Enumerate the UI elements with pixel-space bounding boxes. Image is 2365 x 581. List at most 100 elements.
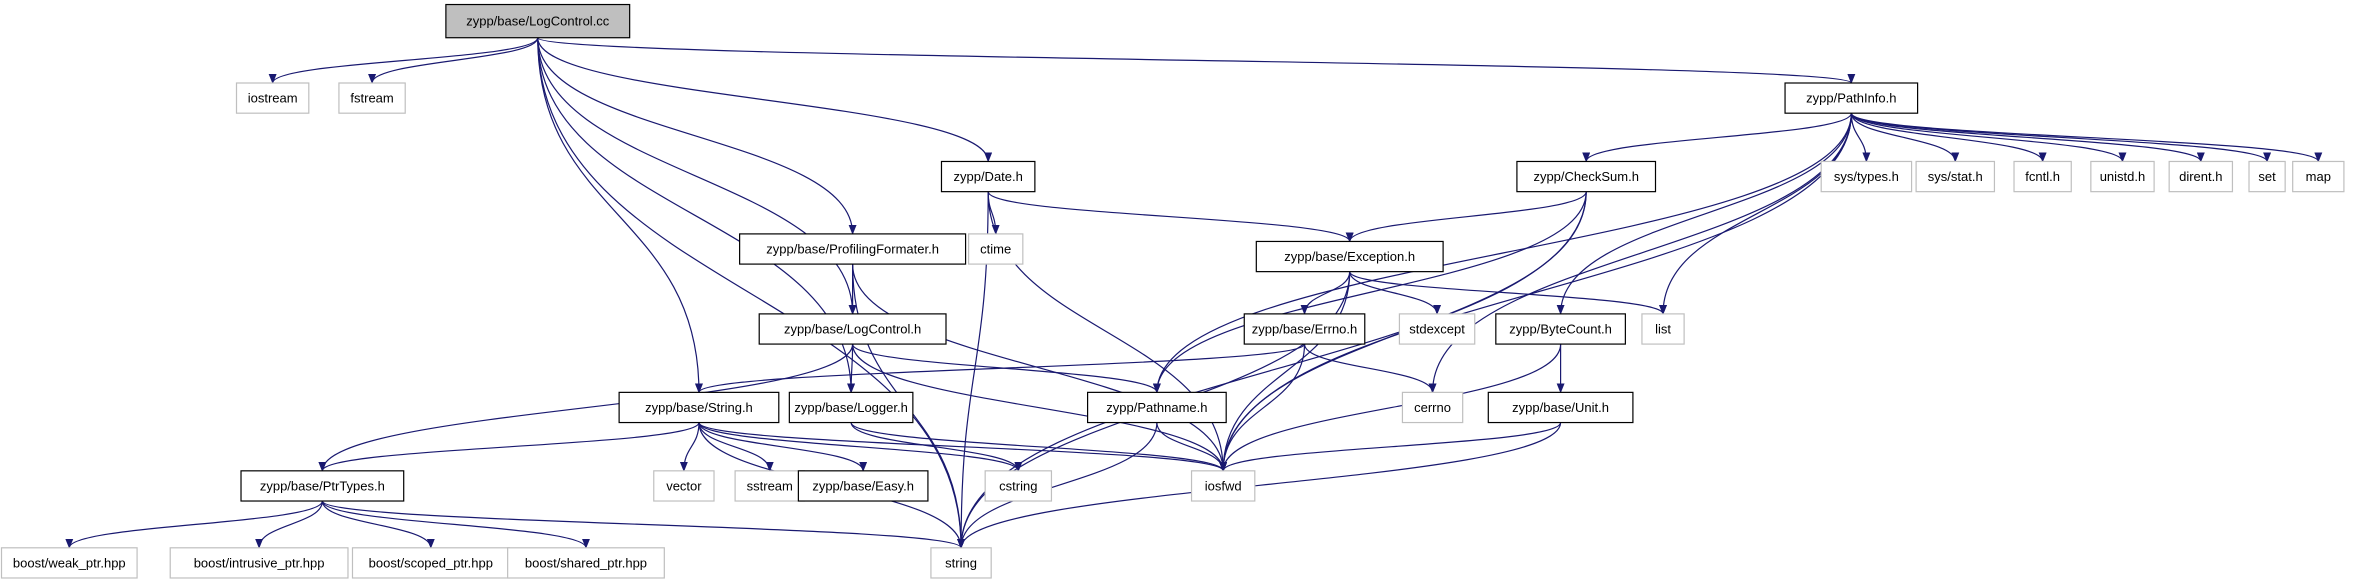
node-box: [1641, 313, 1685, 345]
node-unit[interactable]: zypp/base/Unit.h: [1487, 391, 1634, 424]
node-cstring: cstring: [984, 470, 1053, 502]
edge-checksum-to-exception: [1345, 191, 1587, 243]
node-box: [2090, 160, 2155, 193]
node-label: list: [1655, 321, 1671, 336]
node-exception[interactable]: zypp/base/Exception.h: [1255, 240, 1444, 273]
node-label: vector: [666, 478, 702, 493]
edge-pathinfo-to-sys_types: [1850, 113, 1871, 163]
node-box: [930, 547, 992, 579]
node-box: [338, 82, 406, 114]
node-sstream: sstream: [734, 470, 806, 502]
node-box: [758, 313, 947, 345]
edge-errno-to-string_h: [695, 343, 1306, 394]
node-label: map: [2306, 169, 2331, 184]
node-box: [1495, 313, 1626, 345]
edge-ptrtypes-to-scoped_ptr: [321, 500, 435, 549]
node-label: zypp/base/Easy.h: [812, 478, 914, 493]
node-cerrno: cerrno: [1401, 391, 1464, 424]
node-box: [1516, 160, 1657, 193]
node-box: [445, 3, 631, 39]
node-intrusive-ptr: boost/intrusive_ptr.hpp: [169, 547, 349, 579]
edge-profiling-to-iosfwd: [852, 264, 1228, 472]
edge-root-to-iostream: [268, 37, 539, 84]
edge-ptrtypes-to-string: [321, 500, 965, 549]
node-label: stdexcept: [1409, 321, 1465, 336]
edge-root-to-string_h: [537, 37, 703, 394]
edge-pathinfo-to-list: [1659, 113, 1852, 315]
edge-date-to-exception: [987, 191, 1354, 243]
node-box: [788, 391, 914, 424]
node-box: [0, 547, 138, 579]
node-box: [235, 82, 310, 114]
node-label: boost/intrusive_ptr.hpp: [194, 555, 325, 570]
node-ptrtypes[interactable]: zypp/base/PtrTypes.h: [240, 470, 405, 502]
edge-logcontrol_h-to-logger: [847, 344, 856, 394]
edge-pathinfo-to-cerrno: [1428, 113, 1852, 394]
node-iosfwd: iosfwd: [1190, 470, 1256, 502]
edge-ptrtypes-to-shared_ptr: [321, 500, 590, 549]
node-box: [1255, 240, 1444, 273]
node-map: map: [2292, 160, 2345, 193]
edge-pathinfo-to-unistd: [1850, 112, 2127, 163]
edge-logger-to-iosfwd: [850, 422, 1228, 472]
edge-string_h-to-easy: [698, 422, 868, 472]
node-box: [1398, 313, 1476, 345]
node-box: [1243, 313, 1366, 345]
node-label: cerrno: [1414, 400, 1451, 415]
edge-root-to-profiling: [537, 37, 857, 235]
node-profiling[interactable]: zypp/base/ProfilingFormater.h: [739, 233, 967, 265]
node-label: zypp/Pathname.h: [1106, 400, 1207, 415]
node-label: boost/scoped_ptr.hpp: [369, 555, 493, 570]
node-shared-ptr: boost/shared_ptr.hpp: [507, 547, 665, 579]
node-label: zypp/base/ProfilingFormater.h: [766, 241, 939, 256]
edge-pathinfo-to-bytecount: [1556, 113, 1852, 315]
edge-string_h-to-ptrtypes: [318, 422, 700, 472]
edge-pathinfo-to-map: [1850, 112, 2323, 163]
edge-exception-to-list: [1349, 271, 1667, 315]
node-root[interactable]: zypp/base/LogControl.cc: [445, 3, 631, 39]
node-string: string: [930, 547, 992, 579]
node-scoped-ptr: boost/scoped_ptr.hpp: [351, 547, 510, 579]
node-logcontrol-h[interactable]: zypp/base/LogControl.h: [758, 313, 947, 345]
node-label: zypp/base/Exception.h: [1284, 249, 1415, 264]
node-fcntl: fcntl.h: [2013, 160, 2072, 193]
edge-root-to-pathinfo: [537, 37, 1855, 84]
edge-bytecount-to-iosfwd: [1219, 344, 1562, 472]
node-label: zypp/base/Unit.h: [1512, 400, 1609, 415]
node-label: zypp/base/LogControl.cc: [466, 14, 610, 29]
node-date[interactable]: zypp/Date.h: [940, 160, 1036, 193]
node-pathinfo[interactable]: zypp/PathInfo.h: [1784, 82, 1919, 114]
node-bytecount[interactable]: zypp/ByteCount.h: [1495, 313, 1626, 345]
node-easy[interactable]: zypp/base/Easy.h: [797, 470, 929, 502]
node-box: [2292, 160, 2345, 193]
node-errno[interactable]: zypp/base/Errno.h: [1243, 313, 1366, 345]
edge-root-to-string: [537, 37, 966, 549]
node-pathname[interactable]: zypp/Pathname.h: [1086, 391, 1227, 424]
edge-checksum-to-pathname: [1152, 191, 1587, 394]
node-box: [940, 160, 1036, 193]
edge-errno-to-iosfwd: [1219, 344, 1306, 472]
edge-pathinfo-to-set: [1850, 112, 2271, 163]
node-box: [240, 470, 405, 502]
edge-string_h-to-iosfwd: [698, 422, 1227, 472]
edge-pathname-to-iosfwd: [1156, 422, 1228, 472]
node-label: zypp/ByteCount.h: [1509, 321, 1612, 336]
node-logger[interactable]: zypp/base/Logger.h: [788, 391, 914, 424]
node-box: [507, 547, 665, 579]
node-label: fcntl.h: [2025, 169, 2060, 184]
node-box: [984, 470, 1053, 502]
edge-unit-to-string: [957, 422, 1562, 549]
node-string-h[interactable]: zypp/base/String.h: [618, 391, 780, 424]
node-fstream: fstream: [338, 82, 406, 114]
node-label: zypp/base/Errno.h: [1252, 321, 1358, 336]
node-box: [351, 547, 510, 579]
node-box: [618, 391, 780, 424]
node-checksum[interactable]: zypp/CheckSum.h: [1516, 160, 1657, 193]
edge-logcontrol_h-to-iosfwd: [852, 344, 1228, 472]
node-sys-types: sys/types.h: [1820, 160, 1913, 193]
edge-string_h-to-sstream: [698, 422, 774, 472]
edge-errno-to-cerrno: [1303, 343, 1437, 394]
edge-unit-to-iosfwd: [1219, 422, 1562, 472]
node-box: [1784, 82, 1919, 114]
